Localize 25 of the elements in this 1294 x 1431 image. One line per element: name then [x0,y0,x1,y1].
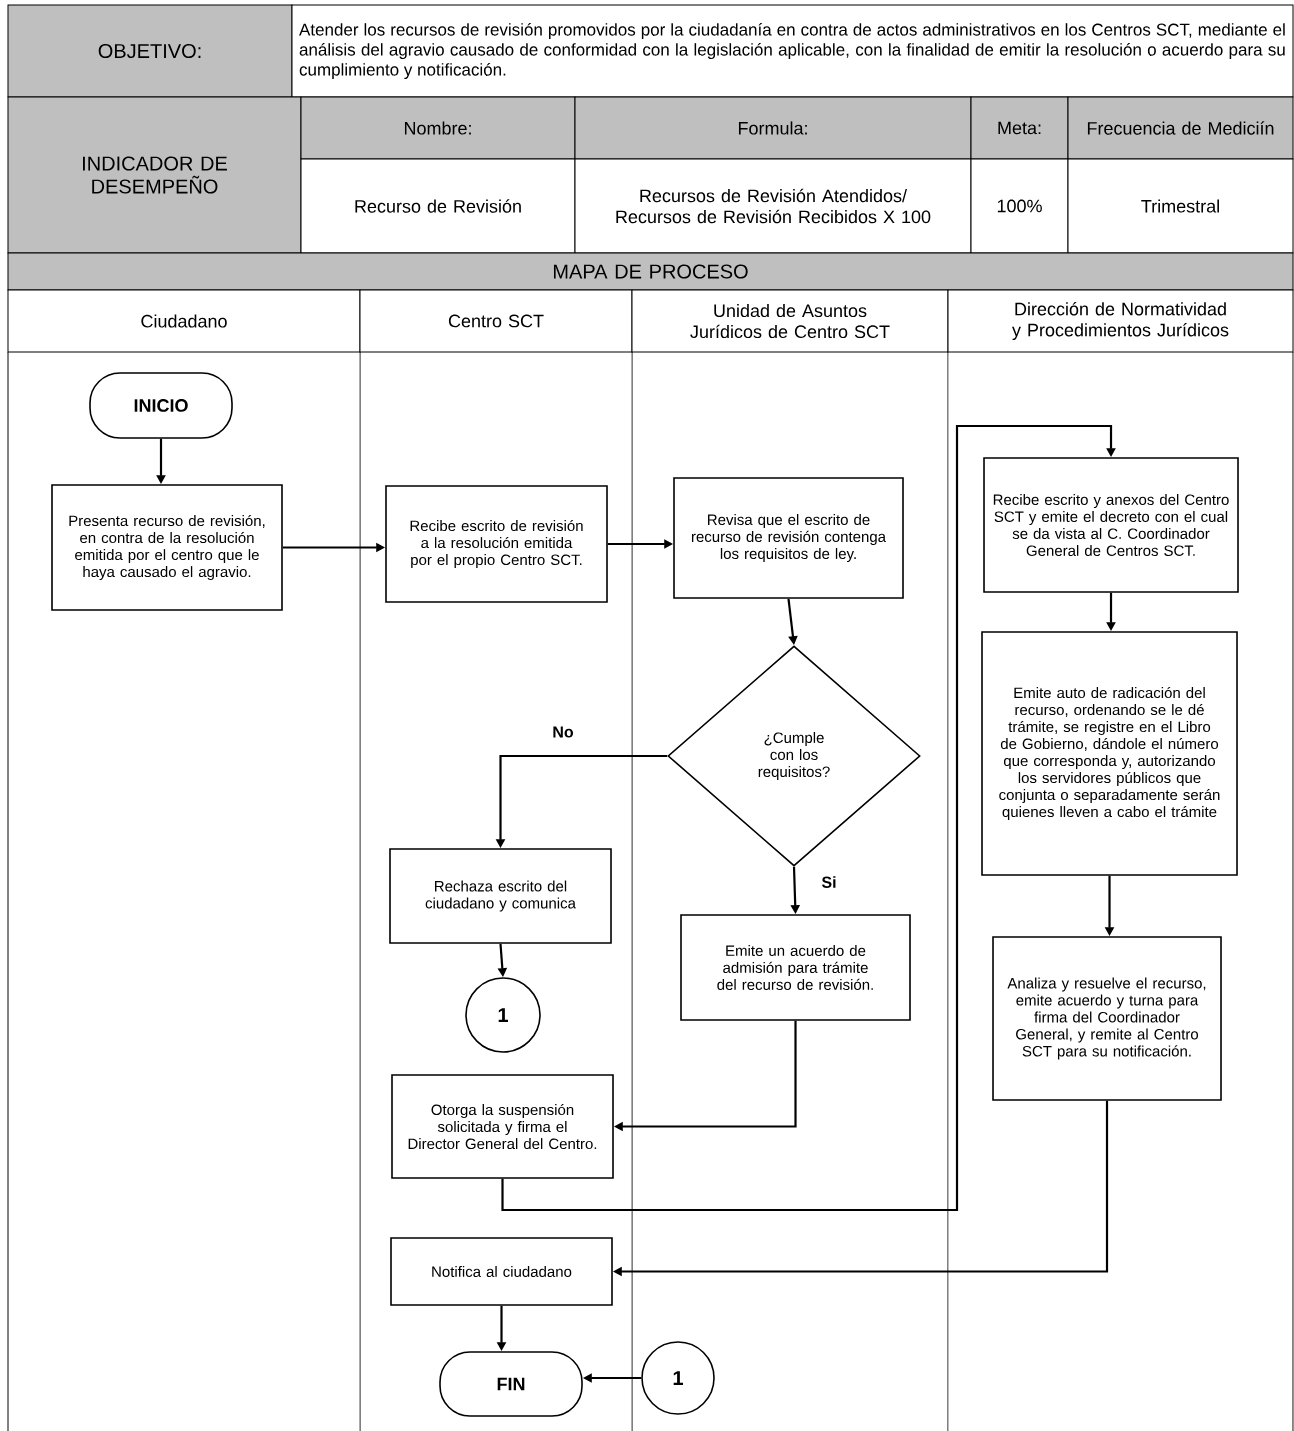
table-cell: MAPA DE PROCESO [7,252,1294,291]
table-cell: Ciudadano [7,289,361,353]
table-cell: Recurso de Revisión [300,158,576,254]
table-cell: Nombre: [300,96,576,160]
process-box: Analiza y resuelve el recurso, emite acuerdo y turna para firma del Coordinador General, y remite al Centro SCT para su notificación. [992,936,1222,1101]
process-box: Recibe escrito de revisión a la resolución emitida por el propio Centro SCT. [385,485,608,603]
process-box: Rechaza escrito del ciudadano y comunica [389,848,612,944]
process-box: Emite auto de radicación del recurso, ordenando se le dé trámite, se registre en el Libro de Gobierno, dándole el número que corresponda y, autorizando los servidores públicos que conjunta o separadamente serán quienes lleven a cabo el trámite [981,631,1238,876]
process-box: Emite un acuerdo de admisión para trámite del recurso de revisión. [680,914,911,1021]
process-box: Notifica al ciudadano [390,1237,613,1306]
table-cell: INDICADOR DE DESEMPEÑO [7,96,302,254]
process-box: Presenta recurso de revisión, en contra de la resolución emitida por el centro que le haya causado el agravio. [51,484,283,611]
table-cell: Atender los recursos de revisión promovidos por la ciudadanía en contra de actos administrativos en los Centros SCT, mediante el análisis del agravio causado de conformidad con la legislación aplicable, con la finalidad de emitir la resolución o acuerdo para su cumplimiento y notificación. [291,4,1294,98]
table-cell: 100% [970,158,1069,254]
table-cell: Centro SCT [359,289,633,353]
process-box: Otorga la suspensión solicitada y firma el Director General del Centro. [391,1074,614,1179]
table-cell: OBJETIVO: [7,4,293,98]
edge-label: Si [820,875,838,889]
table-cell: Unidad de Asuntos Jurídicos de Centro SCT [631,289,949,353]
process-box: Revisa que el escrito de recurso de revisión contenga los requisitos de ley. [673,477,904,599]
process-box: Recibe escrito y anexos del Centro SCT y emite el decreto con el cual se da vista al C. Coordinador General de Centros SCT. [983,457,1239,593]
arrow [501,424,1116,1212]
edge-label: No [551,725,575,739]
table-cell: Meta: [970,96,1069,160]
table-cell: Dirección de Normatividad y Procedimientos Jurídicos [947,289,1294,353]
